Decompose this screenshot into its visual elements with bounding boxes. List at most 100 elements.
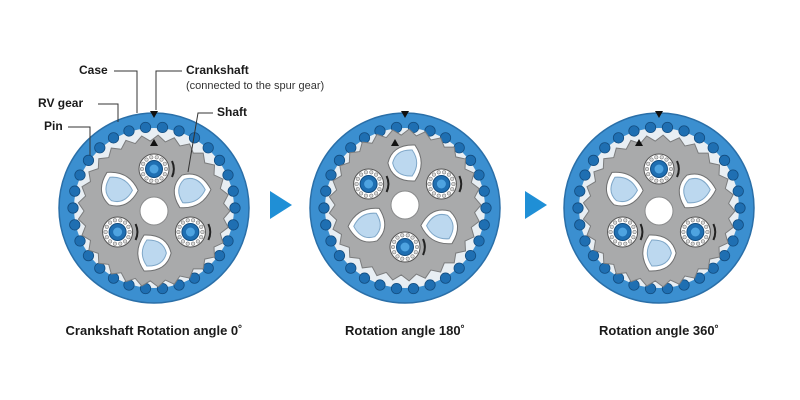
roller	[395, 254, 400, 259]
roller	[644, 166, 650, 172]
pin	[478, 219, 490, 231]
pin	[69, 219, 81, 231]
roller	[436, 170, 441, 175]
pin	[318, 202, 330, 214]
pin	[107, 272, 120, 284]
pin	[464, 154, 477, 166]
leader-lines	[68, 70, 213, 173]
pin	[202, 142, 214, 154]
pin	[74, 235, 86, 247]
roller	[149, 155, 154, 160]
roller	[159, 176, 164, 181]
roller	[177, 224, 182, 229]
roller	[410, 235, 415, 240]
crankshaft-bearing	[607, 216, 644, 248]
crankshaft-bearing	[353, 168, 390, 200]
shaft	[141, 239, 167, 267]
center-hole	[390, 190, 420, 220]
roller	[123, 239, 128, 244]
shaft	[353, 212, 381, 239]
roller	[355, 176, 360, 181]
roller	[199, 224, 204, 229]
roller	[139, 166, 145, 172]
pin	[579, 235, 591, 247]
roller	[118, 218, 123, 223]
crankshaft-core	[364, 179, 374, 189]
roller	[413, 239, 418, 244]
pin	[345, 262, 357, 274]
shaft-lobe	[137, 234, 172, 272]
roller	[180, 239, 185, 244]
roller	[123, 220, 128, 225]
roller	[144, 176, 149, 181]
roller	[431, 172, 436, 177]
roller	[451, 181, 456, 187]
crankshaft-bearing	[425, 168, 463, 200]
roller	[191, 218, 196, 223]
marker-triangle-icon	[401, 111, 409, 118]
roller	[112, 241, 117, 246]
roller	[141, 161, 146, 166]
roller	[126, 235, 131, 240]
pin-label: Pin	[44, 119, 63, 133]
roller	[649, 176, 654, 181]
roller	[667, 172, 672, 177]
roller	[659, 178, 664, 183]
roller	[646, 161, 651, 166]
pin	[325, 235, 337, 247]
rotation-arc	[134, 223, 139, 241]
roller	[390, 244, 396, 250]
roller	[149, 178, 154, 183]
pin	[424, 125, 436, 137]
marker-triangle-icon	[655, 111, 663, 118]
shaft-lobe	[387, 144, 422, 182]
roller	[667, 161, 672, 166]
pin	[333, 250, 346, 262]
crankshaft-core	[113, 227, 123, 237]
roller	[400, 233, 405, 238]
roller	[704, 235, 709, 240]
pin	[453, 142, 465, 154]
stage-1-caption: Rotation angle 180˚	[345, 323, 465, 338]
pin	[333, 154, 346, 166]
roller	[664, 176, 669, 181]
shaft-lobe	[347, 207, 386, 243]
pin	[358, 132, 371, 144]
pin	[612, 272, 625, 284]
pin	[732, 185, 744, 197]
roller	[359, 172, 364, 177]
roller	[700, 239, 705, 244]
roller	[613, 239, 618, 244]
roller	[427, 181, 432, 187]
pin	[173, 279, 185, 291]
center-hole	[139, 196, 169, 226]
roller	[442, 193, 447, 198]
crankshaft-bearing	[138, 153, 175, 185]
roller	[405, 256, 410, 261]
roller	[664, 157, 669, 162]
crankshaft-label: Crankshaft	[186, 63, 249, 77]
rotation-arc	[422, 238, 426, 256]
rotation-arc	[171, 160, 175, 178]
pin	[222, 235, 234, 247]
roller	[442, 170, 447, 175]
stage-0-rotation-0	[58, 111, 250, 304]
center-hole	[644, 196, 674, 226]
rv-gear	[582, 134, 736, 288]
roller	[690, 241, 695, 246]
roller	[649, 157, 654, 162]
pin	[574, 185, 586, 197]
roller	[369, 170, 374, 175]
roller	[185, 218, 190, 223]
crankshaft-core	[690, 227, 700, 237]
roller	[112, 218, 117, 223]
crankshaft-bearing	[102, 216, 139, 248]
stage-2-caption: Rotation angle 360˚	[599, 323, 719, 338]
roller	[163, 166, 169, 172]
shaft-lobe	[642, 234, 677, 272]
roller	[428, 187, 433, 192]
pin	[320, 219, 332, 231]
pin	[572, 202, 584, 214]
roller	[180, 220, 185, 225]
